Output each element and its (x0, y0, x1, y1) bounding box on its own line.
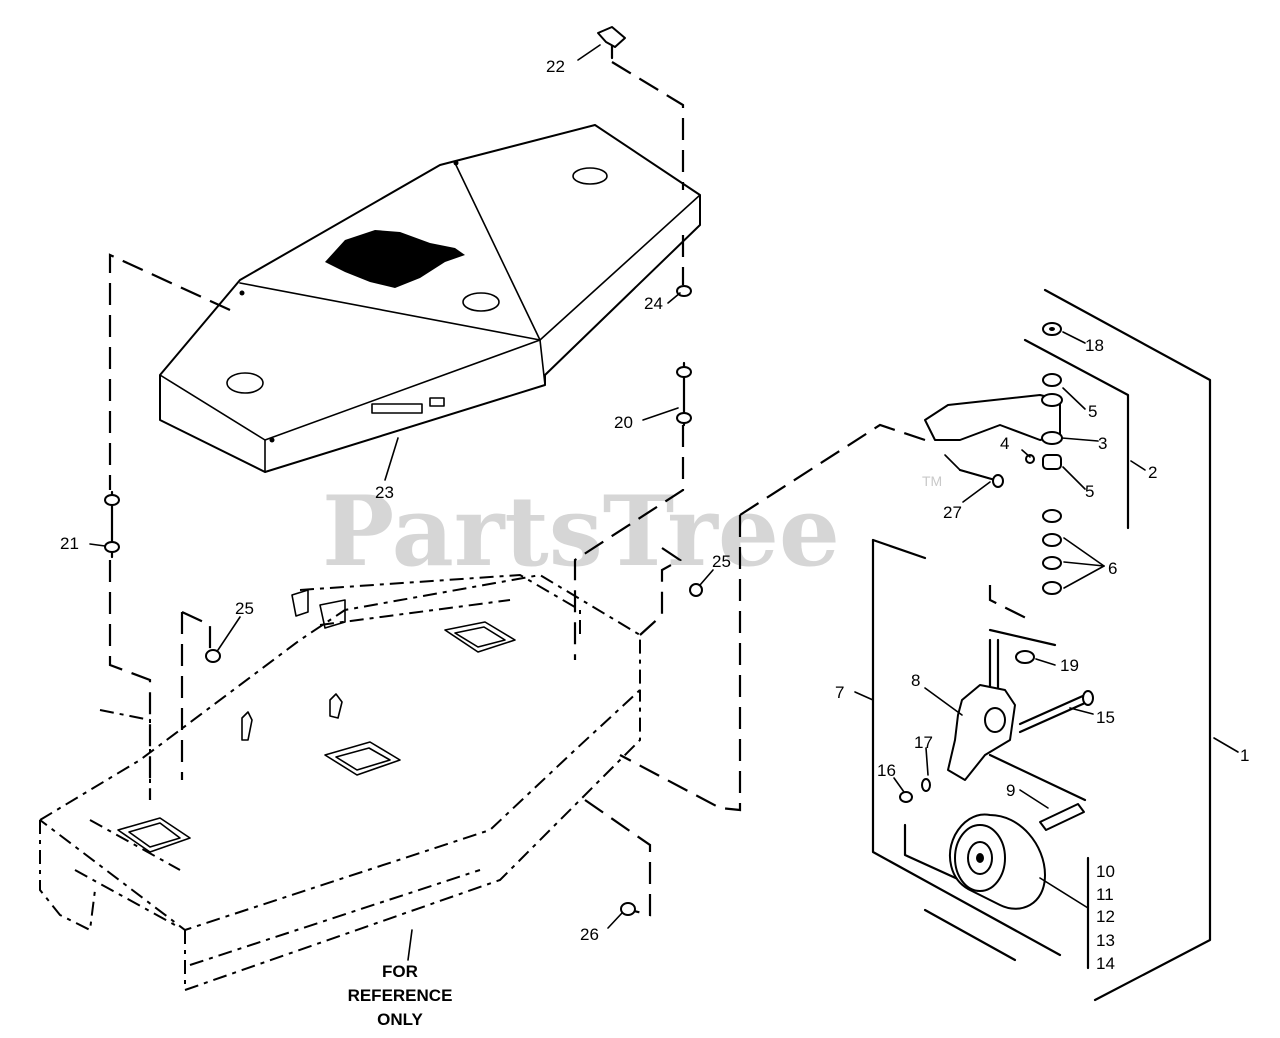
bushing-5-upper (1042, 373, 1062, 387)
axle-guide (923, 908, 1017, 962)
callout-25-right: 25 (712, 552, 731, 571)
align-line-26 (584, 799, 652, 917)
spacer-6 (1042, 509, 1062, 595)
nut-25-right (689, 583, 703, 597)
callout-19: 19 (1060, 656, 1079, 675)
nut-16 (899, 791, 913, 803)
callout-13: 13 (1096, 931, 1115, 950)
reference-note-line2: REFERENCE (348, 986, 453, 1005)
align-line-6 (988, 585, 1031, 621)
bolt-21 (104, 490, 120, 559)
align-line-left-lower (108, 560, 152, 800)
callout-2: 2 (1148, 463, 1157, 482)
callout-1: 1 (1240, 746, 1249, 765)
caster-bracket (924, 393, 1063, 481)
callout-14: 14 (1096, 954, 1115, 973)
align-line-25l (180, 611, 212, 780)
callout-7: 7 (835, 683, 844, 702)
wing-nut-22 (597, 26, 626, 60)
group-box-2 (1023, 338, 1130, 530)
grease-fitting-19 (1015, 650, 1035, 664)
callout-24: 24 (644, 294, 663, 313)
axle-line (988, 753, 1087, 802)
watermark-tm: TM (922, 473, 942, 489)
callout-8: 8 (911, 671, 920, 690)
bolt-27 (958, 468, 1004, 488)
callout-15: 15 (1096, 708, 1115, 727)
callout-10: 10 (1096, 862, 1115, 881)
leader-lines (89, 44, 1239, 970)
callout-18: 18 (1085, 336, 1104, 355)
mower-deck (39, 573, 641, 992)
wheel-guide (903, 823, 962, 882)
callout-9: 9 (1006, 781, 1015, 800)
callout-27: 27 (943, 503, 962, 522)
watermark-brand: PartsTree (322, 475, 840, 588)
align-line-left (108, 253, 231, 490)
callout-25-left: 25 (235, 599, 254, 618)
deck-cover (159, 124, 701, 473)
reference-note-line3: ONLY (377, 1010, 423, 1029)
bushing-5-lower (1042, 454, 1062, 470)
nut-26 (620, 902, 636, 916)
caster-fork (947, 638, 1016, 781)
callout-26: 26 (580, 925, 599, 944)
callout-11: 11 (1096, 885, 1114, 904)
callout-12: 12 (1096, 907, 1115, 926)
callout-5-upper: 5 (1088, 402, 1097, 421)
align-line-25r (639, 547, 683, 636)
washer-17 (921, 778, 931, 792)
group-box-7-top (871, 538, 927, 560)
align-line-right-lower (573, 425, 685, 660)
callout-16: 16 (877, 761, 896, 780)
group-box-7 (871, 538, 1062, 957)
callout-3: 3 (1098, 434, 1107, 453)
reference-note-line1: FOR (382, 962, 418, 981)
align-line-caster (619, 423, 926, 812)
axle-9 (1039, 803, 1085, 831)
callout-21: 21 (60, 534, 79, 553)
pin-4 (1025, 454, 1035, 464)
align-line-22 (611, 61, 685, 190)
callout-20: 20 (614, 413, 633, 432)
caster-wheel (949, 813, 1046, 910)
callout-5-lower: 5 (1085, 482, 1094, 501)
callout-23: 23 (375, 483, 394, 502)
nut-25-left (205, 649, 221, 663)
callout-17: 17 (914, 733, 933, 752)
bolt-15 (1018, 690, 1094, 734)
callout-4: 4 (1000, 434, 1009, 453)
pivot-line (988, 628, 1057, 647)
group-box-1 (1043, 288, 1212, 1002)
callout-22: 22 (546, 57, 565, 76)
washer-18 (1042, 322, 1062, 336)
bolt-20 (676, 361, 692, 427)
callout-6: 6 (1108, 559, 1117, 578)
